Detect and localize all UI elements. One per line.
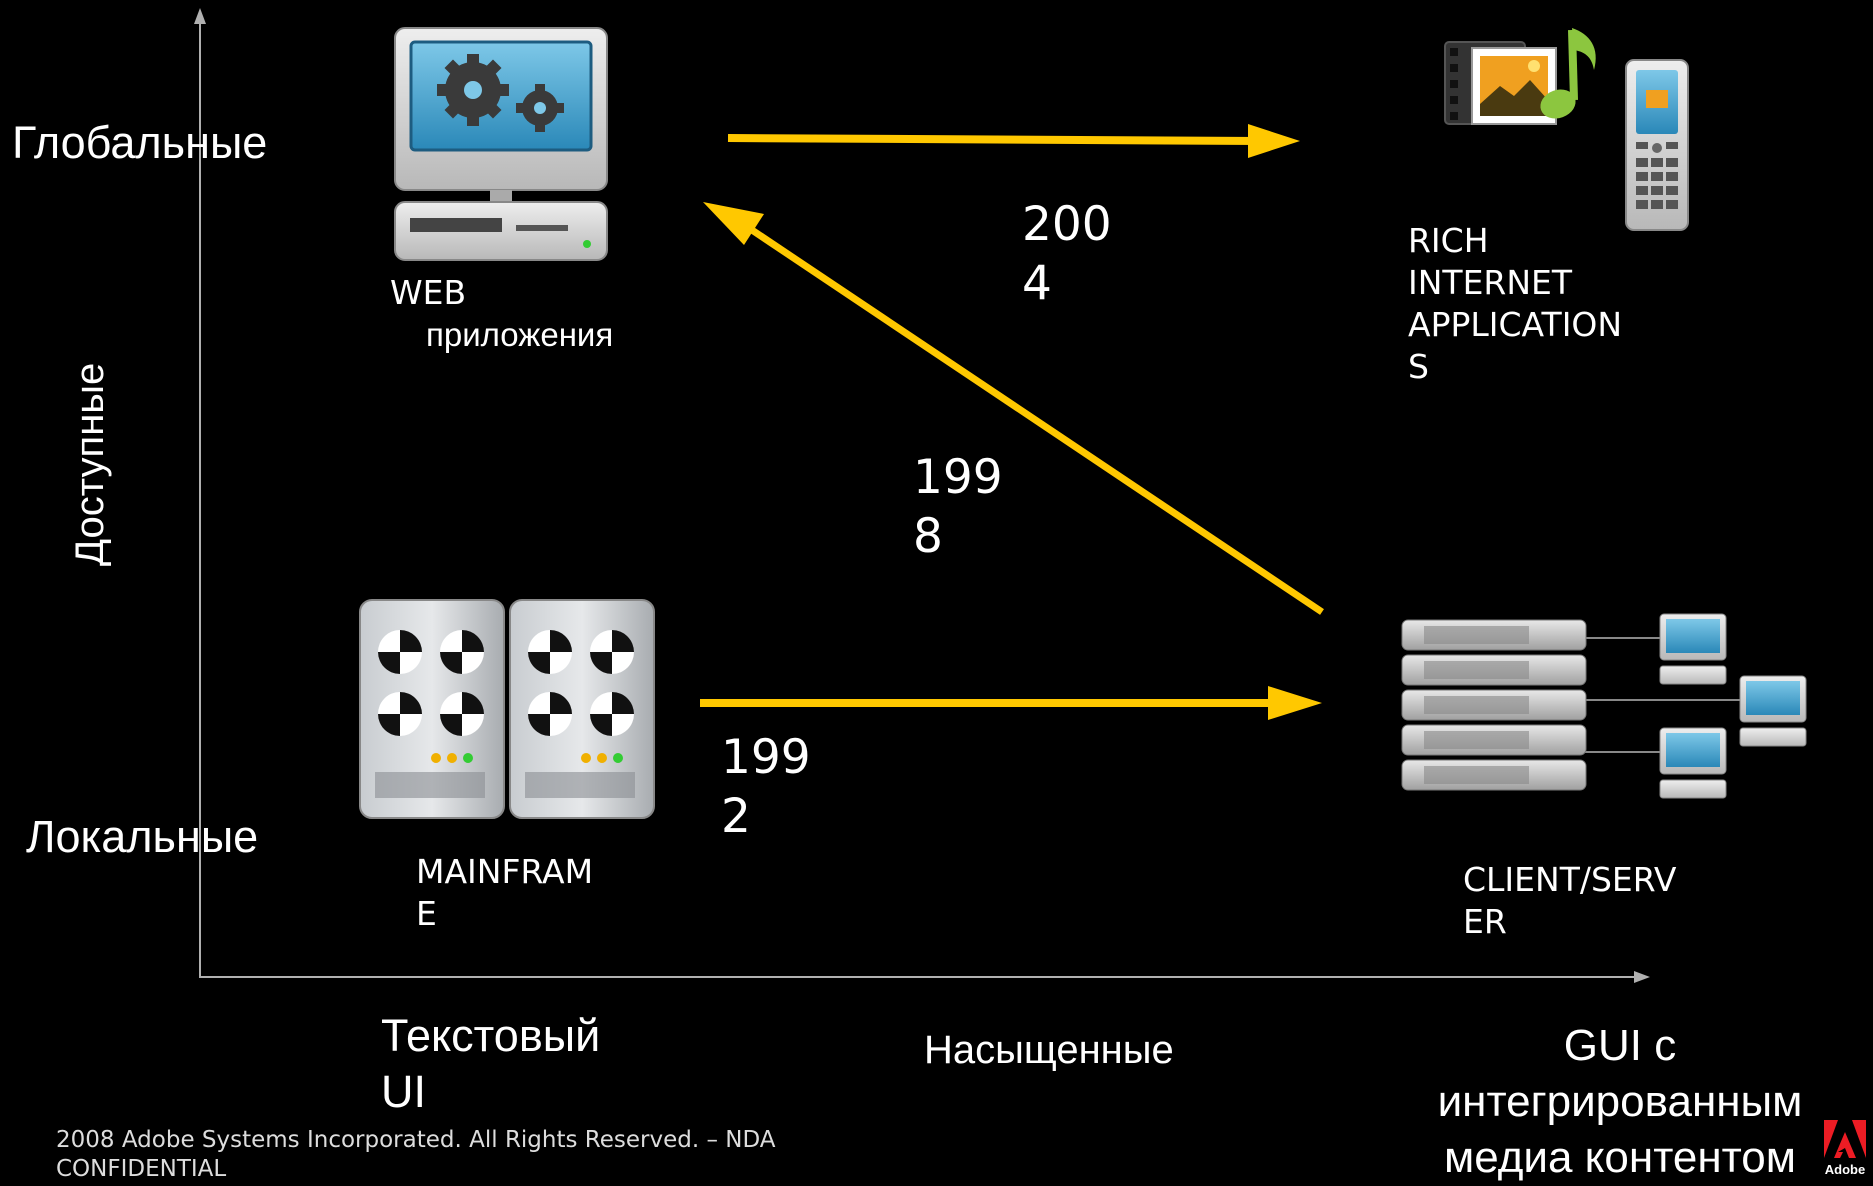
- x-axis: [199, 971, 1650, 983]
- x-middle-label: Насыщенные: [924, 1028, 1174, 1072]
- arrow-client-server-to-web: [703, 202, 1324, 615]
- monitor-with-gears-icon: [394, 27, 608, 261]
- year-label-2004: 200 4: [1022, 197, 1112, 311]
- y-top-label: Глобальные: [12, 117, 268, 168]
- year-label-1998: 199 8: [913, 450, 1003, 564]
- x-left-label: Текстовый UI: [381, 1010, 601, 1117]
- ria-node-label: RICH INTERNET APPLICATION S: [1408, 221, 1623, 386]
- copyright-notice: 2008 Adobe Systems Incorporated. All Rig…: [56, 1127, 776, 1182]
- arrow-web-to-ria: [727, 124, 1300, 158]
- y-bottom-label: Локальные: [26, 811, 259, 862]
- web-node-label-line1: WEB: [390, 273, 467, 312]
- arrow-mainframe-to-client-server: [700, 686, 1322, 720]
- web-node-label-line2: приложения: [426, 316, 614, 353]
- adobe-logo-icon: Adobe: [1822, 1118, 1868, 1180]
- y-axis: [194, 8, 206, 978]
- client-server-node-label: CLIENT/SERV ER: [1463, 860, 1677, 941]
- mainframe-node-label: MAINFRAM E: [416, 852, 594, 933]
- y-axis-title: Доступные: [68, 362, 112, 566]
- x-right-label: GUI с интегрированным медиа контентом: [1437, 1021, 1803, 1182]
- mainframe-server-racks-icon: [359, 599, 655, 819]
- year-label-1992: 199 2: [721, 730, 811, 844]
- media-and-mobile-phone-icon: [1444, 28, 1689, 231]
- adobe-logo-text: Adobe: [1825, 1162, 1865, 1177]
- server-stack-with-clients-icon: [1401, 613, 1807, 799]
